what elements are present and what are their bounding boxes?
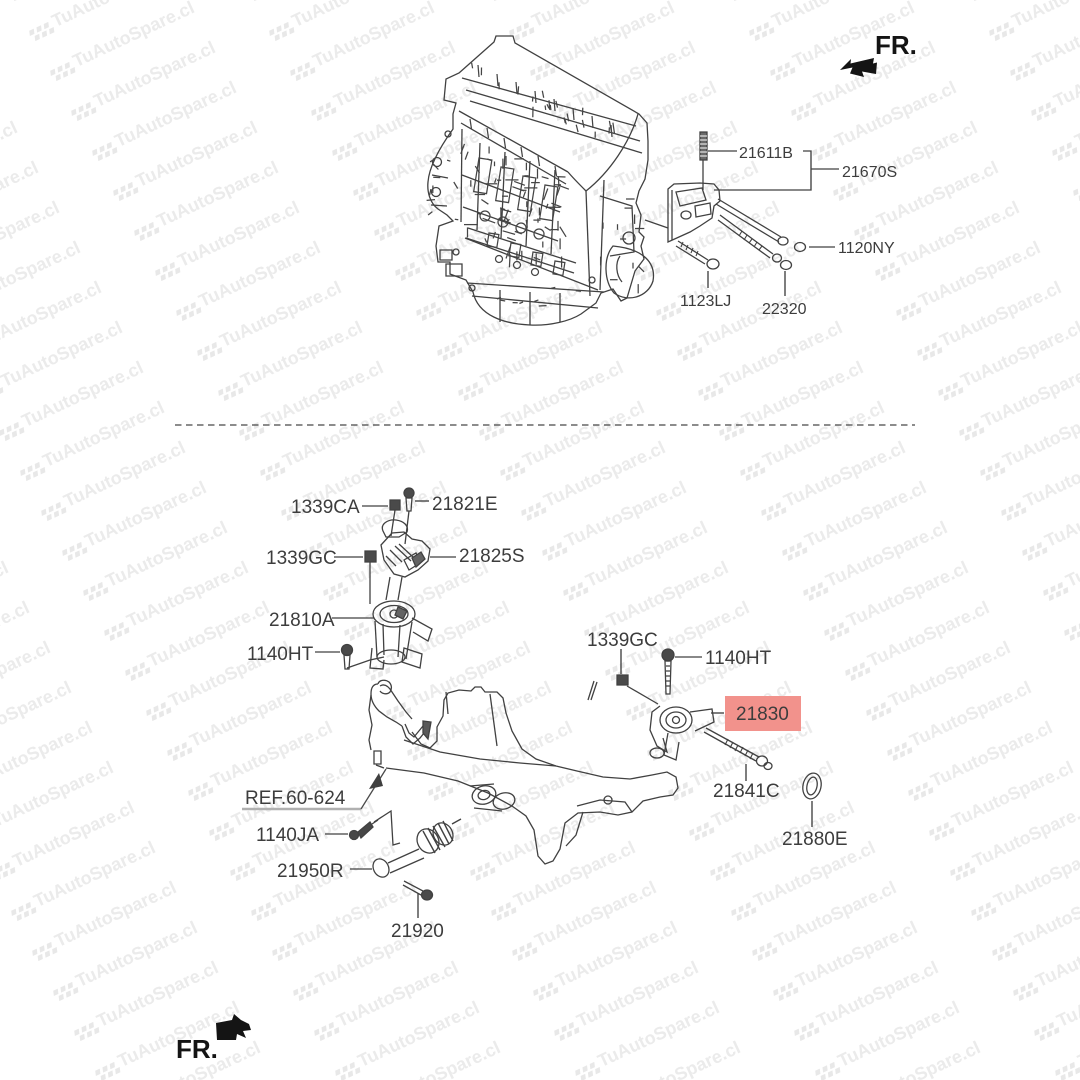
svg-text:1140HT: 1140HT: [705, 648, 772, 669]
svg-text:21611B: 21611B: [739, 145, 793, 162]
svg-text:21670S: 21670S: [842, 164, 897, 181]
svg-text:FR.: FR.: [875, 30, 917, 60]
svg-text:1339GC: 1339GC: [266, 548, 337, 569]
svg-text:21841C: 21841C: [713, 781, 780, 802]
svg-text:1140HT: 1140HT: [247, 644, 314, 665]
svg-text:REF.60-624: REF.60-624: [245, 788, 346, 809]
svg-text:21821E: 21821E: [432, 494, 498, 515]
svg-text:21880E: 21880E: [782, 829, 848, 850]
svg-text:21830: 21830: [736, 704, 789, 725]
svg-text:1123LJ: 1123LJ: [680, 293, 731, 310]
svg-text:21920: 21920: [391, 921, 444, 942]
svg-text:1140JA: 1140JA: [256, 825, 319, 846]
svg-text:1339GC: 1339GC: [587, 630, 658, 651]
svg-text:1339CA: 1339CA: [291, 497, 360, 518]
svg-text:FR.: FR.: [176, 1034, 218, 1064]
svg-text:21825S: 21825S: [459, 546, 525, 567]
svg-text:1120NY: 1120NY: [838, 240, 895, 257]
svg-text:21810A: 21810A: [269, 610, 335, 631]
svg-text:22320: 22320: [762, 301, 807, 318]
svg-text:21950R: 21950R: [277, 861, 344, 882]
